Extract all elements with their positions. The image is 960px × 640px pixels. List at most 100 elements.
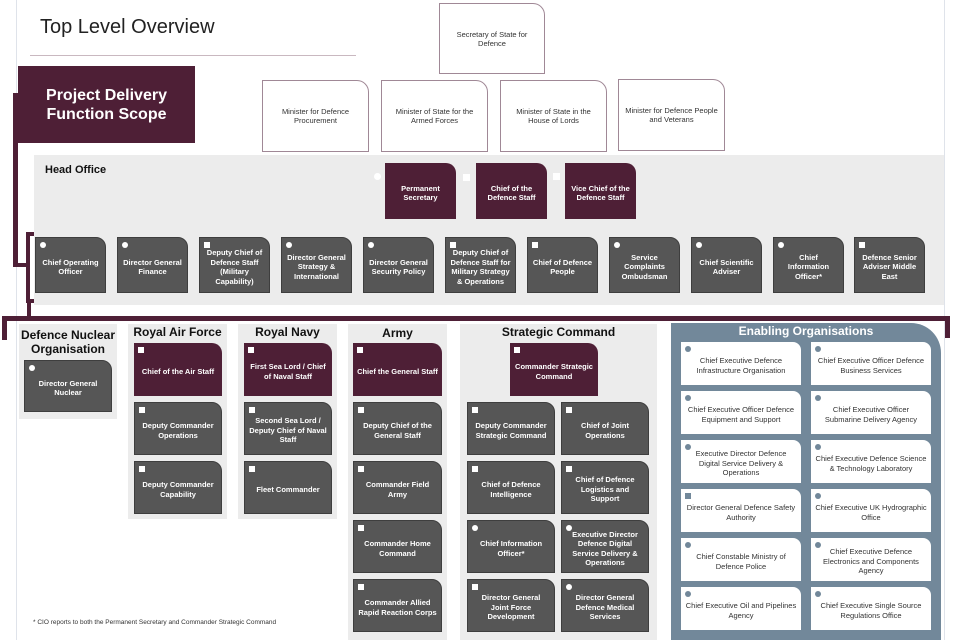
- org-node-minister[interactable]: Minister for Defence Procurement: [262, 80, 369, 152]
- scope-bracket-right-end: [945, 316, 950, 338]
- org-node-chief-defence-staff[interactable]: Chief of the Defence Staff: [476, 163, 547, 219]
- org-node-minister[interactable]: Minister for Defence People and Veterans: [618, 79, 725, 151]
- group-title-strategic-command: Strategic Command: [501, 325, 616, 339]
- org-node-enabling[interactable]: Executive Director Defence Digital Servi…: [681, 440, 801, 483]
- circle-marker-icon: [685, 444, 691, 450]
- org-node-label: Chief Executive Officer Defence Equipmen…: [687, 405, 795, 424]
- org-node-label: Chief Executive Defence Science & Techno…: [815, 454, 927, 473]
- org-node-label: Chief Executive Officer Defence Business…: [817, 356, 925, 375]
- org-node-label: Chief Executive UK Hydrographic Office: [815, 503, 927, 522]
- org-node-vice-chief-defence-staff[interactable]: Vice Chief of the Defence Staff: [565, 163, 636, 219]
- org-node-enabling[interactable]: Director General Defence Safety Authorit…: [681, 489, 801, 532]
- org-node-navy[interactable]: Second Sea Lord / Deputy Chief of Naval …: [244, 402, 332, 455]
- org-node-navy[interactable]: First Sea Lord / Chief of Naval Staff: [244, 343, 332, 396]
- circle-marker-icon: [286, 242, 292, 248]
- org-node-enabling[interactable]: Chief Constable Ministry of Defence Poli…: [681, 538, 801, 581]
- circle-marker-icon: [40, 242, 46, 248]
- org-node-raf[interactable]: Chief of the Air Staff: [134, 343, 222, 396]
- org-node-head-office[interactable]: Deputy Chief of Defence Staff (Military …: [199, 237, 270, 293]
- org-node-secretary-of-state[interactable]: Secretary of State for Defence: [439, 3, 545, 74]
- footnote: * CIO reports to both the Permanent Secr…: [33, 619, 277, 626]
- org-node-enabling[interactable]: Chief Executive Single Source Regulation…: [811, 587, 931, 630]
- org-node-army[interactable]: Chief the General Staff: [353, 343, 442, 396]
- square-marker-icon: [566, 407, 572, 413]
- org-node-enabling[interactable]: Chief Executive Officer Defence Equipmen…: [681, 391, 801, 434]
- org-node-strategic-command[interactable]: Chief of Joint Operations: [561, 402, 649, 455]
- org-node-head-office[interactable]: Service Complaints Ombudsman: [609, 237, 680, 293]
- org-node-head-office[interactable]: Chief Information Officer*: [773, 237, 844, 293]
- org-node-label: Chief Executive Officer Submarine Delive…: [824, 405, 918, 424]
- org-node-enabling[interactable]: Chief Executive Defence Science & Techno…: [811, 440, 931, 483]
- org-node-army[interactable]: Commander Home Command: [353, 520, 442, 573]
- circle-marker-icon: [778, 242, 784, 248]
- title-divider: [30, 55, 356, 56]
- org-node-nuclear[interactable]: Director General Nuclear: [24, 360, 112, 412]
- org-node-label: Deputy Commander Capability: [142, 480, 214, 499]
- square-marker-icon: [685, 493, 691, 499]
- org-node-label: Chief Executive Single Source Regulation…: [820, 601, 922, 620]
- org-node-minister[interactable]: Minister of State for the Armed Forces: [381, 80, 488, 152]
- circle-marker-icon: [815, 346, 821, 352]
- org-node-strategic-command[interactable]: Commander Strategic Command: [510, 343, 598, 396]
- org-node-strategic-command[interactable]: Deputy Commander Strategic Command: [467, 402, 555, 455]
- org-node-label: Chief of the Air Staff: [141, 366, 215, 376]
- square-marker-icon: [358, 584, 364, 590]
- org-node-strategic-command[interactable]: Chief Information Officer*: [467, 520, 555, 573]
- org-node-label: Chief Constable Ministry of Defence Poli…: [696, 552, 786, 571]
- org-node-head-office[interactable]: Chief of Defence People: [527, 237, 598, 293]
- org-node-strategic-command[interactable]: Director General Joint Force Development: [467, 579, 555, 632]
- page-title: Top Level Overview: [40, 16, 215, 38]
- square-marker-icon: [248, 347, 254, 353]
- org-node-strategic-command[interactable]: Chief of Defence Intelligence: [467, 461, 555, 514]
- square-marker-icon: [358, 466, 364, 472]
- org-node-label: Commander Home Command: [364, 539, 431, 558]
- square-marker-icon: [472, 407, 478, 413]
- org-node-label: Director General Security Policy: [369, 257, 428, 277]
- org-node-enabling[interactable]: Chief Executive Officer Submarine Delive…: [811, 391, 931, 434]
- org-node-label: Chief Scientific Adviser: [699, 257, 754, 277]
- circle-marker-icon: [374, 173, 381, 180]
- org-node-label: Fleet Commander: [256, 484, 320, 494]
- org-node-enabling[interactable]: Chief Executive Officer Defence Business…: [811, 342, 931, 385]
- org-node-label: Commander Strategic Command: [515, 362, 593, 381]
- circle-marker-icon: [815, 444, 821, 450]
- group-title-raf: Royal Air Force: [133, 325, 222, 339]
- org-node-head-office[interactable]: Director General Finance: [117, 237, 188, 293]
- org-node-head-office[interactable]: Defence Senior Adviser Middle East: [854, 237, 925, 293]
- org-node-strategic-command[interactable]: Chief of Defence Logistics and Support: [561, 461, 649, 514]
- org-node-raf[interactable]: Deputy Commander Operations: [134, 402, 222, 455]
- org-node-navy[interactable]: Fleet Commander: [244, 461, 332, 514]
- org-node-strategic-command[interactable]: Executive Director Defence Digital Servi…: [561, 520, 649, 573]
- org-node-strategic-command[interactable]: Director General Defence Medical Service…: [561, 579, 649, 632]
- org-node-army[interactable]: Deputy Chief of the General Staff: [353, 402, 442, 455]
- square-marker-icon: [450, 242, 456, 248]
- org-node-label: Director General Nuclear: [38, 378, 98, 398]
- org-node-label: Service Complaints Ombudsman: [621, 252, 668, 281]
- org-node-head-office[interactable]: Chief Operating Officer: [35, 237, 106, 293]
- org-node-label: Executive Director Defence Digital Servi…: [572, 529, 638, 568]
- org-node-army[interactable]: Commander Field Army: [353, 461, 442, 514]
- org-node-permanent-secretary[interactable]: Permanent Secretary: [385, 163, 456, 219]
- org-node-minister[interactable]: Minister of State in the House of Lords: [500, 80, 607, 152]
- org-node-label: Chief the General Staff: [357, 366, 438, 376]
- org-node-enabling[interactable]: Chief Executive Oil and Pipelines Agency: [681, 587, 801, 630]
- circle-marker-icon: [685, 591, 691, 597]
- org-node-head-office[interactable]: Director General Strategy & Internationa…: [281, 237, 352, 293]
- circle-marker-icon: [472, 525, 478, 531]
- org-node-head-office[interactable]: Deputy Chief of Defence Staff for Milita…: [445, 237, 516, 293]
- org-node-head-office[interactable]: Director General Security Policy: [363, 237, 434, 293]
- square-marker-icon: [358, 407, 364, 413]
- circle-marker-icon: [815, 493, 821, 499]
- scope-connector: [27, 302, 31, 318]
- scope-bracket-horizontal: [2, 316, 950, 321]
- org-node-label: Chief of Defence Intelligence: [481, 480, 541, 499]
- org-node-army[interactable]: Commander Allied Rapid Reaction Corps: [353, 579, 442, 632]
- org-node-enabling[interactable]: Chief Executive UK Hydrographic Office: [811, 489, 931, 532]
- org-node-head-office[interactable]: Chief Scientific Adviser: [691, 237, 762, 293]
- scope-bracket-left-end: [2, 316, 7, 340]
- org-node-raf[interactable]: Deputy Commander Capability: [134, 461, 222, 514]
- org-node-enabling[interactable]: Chief Executive Defence Electronics and …: [811, 538, 931, 581]
- project-delivery-scope-label: Project Delivery Function Scope: [18, 66, 195, 143]
- org-node-label: Director General Joint Force Development: [481, 593, 541, 622]
- org-node-enabling[interactable]: Chief Executive Defence Infrastructure O…: [681, 342, 801, 385]
